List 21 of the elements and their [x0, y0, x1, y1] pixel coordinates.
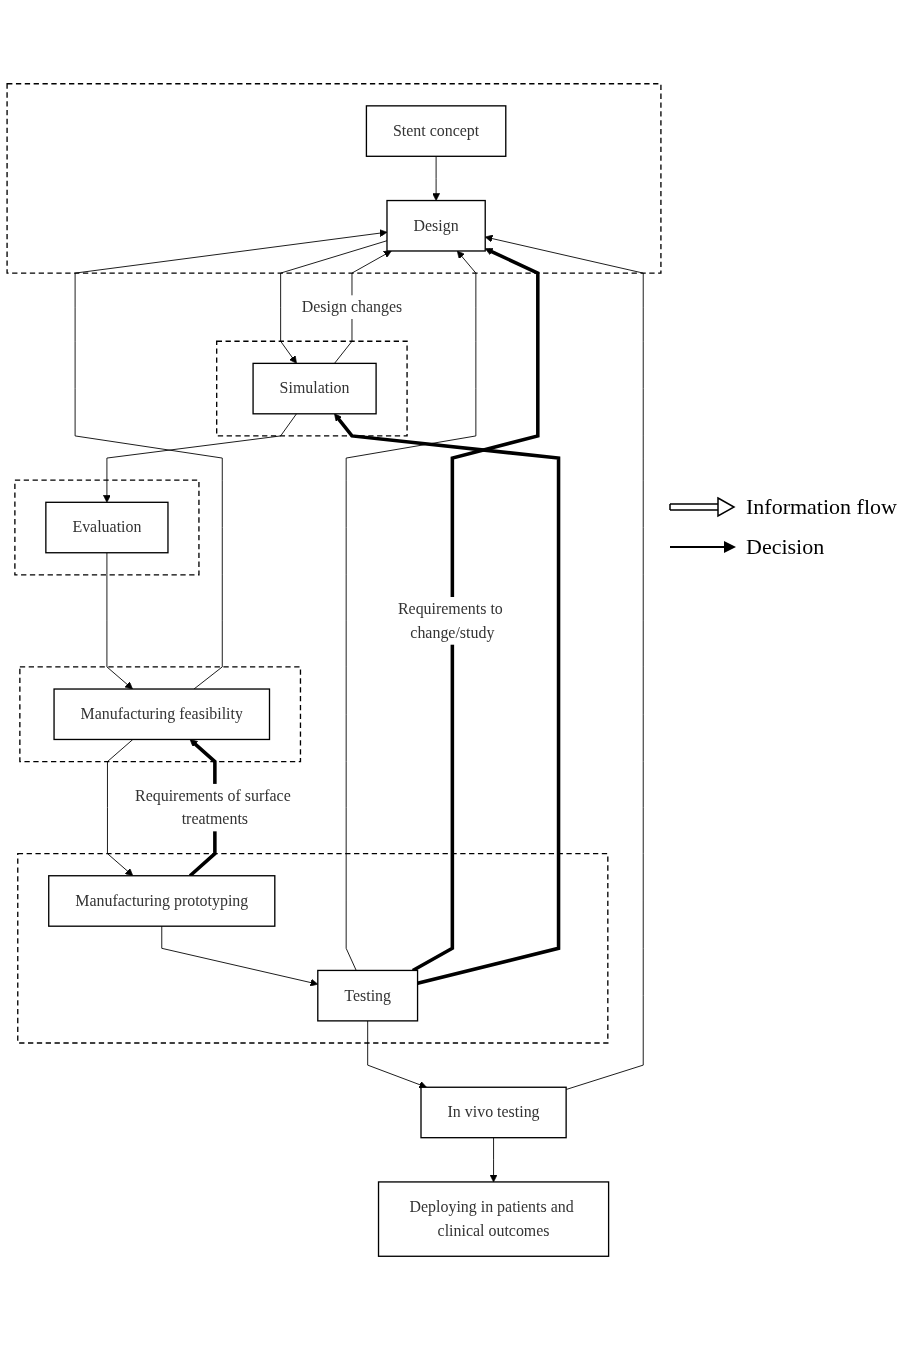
arrow [411, 248, 540, 972]
cluster [19, 666, 302, 763]
cluster [216, 340, 408, 437]
node-box: Deploying in patients and clinical outcomes [377, 1181, 610, 1257]
legend-label: Decision [746, 534, 825, 560]
edge-label: Requirements to change/study [397, 599, 503, 642]
node-box: Testing [317, 969, 419, 1022]
cluster [14, 479, 200, 576]
node-box: Manufacturing feasibility [53, 688, 271, 741]
cluster [17, 852, 609, 1044]
edge-label: Requirements of surface treatments [135, 786, 291, 828]
node-box: Stent concept [365, 105, 507, 157]
edge-label: Design changes [301, 297, 403, 316]
legend-label: Information flow [746, 494, 897, 520]
node-box: Simulation [252, 362, 377, 415]
node-box: Manufacturing prototyping [48, 875, 276, 927]
node-box: Evaluation [45, 501, 169, 554]
cluster [6, 83, 662, 274]
node-box: In vivo testing [420, 1086, 567, 1139]
arrow [334, 413, 561, 985]
node-box: Design [386, 199, 486, 252]
